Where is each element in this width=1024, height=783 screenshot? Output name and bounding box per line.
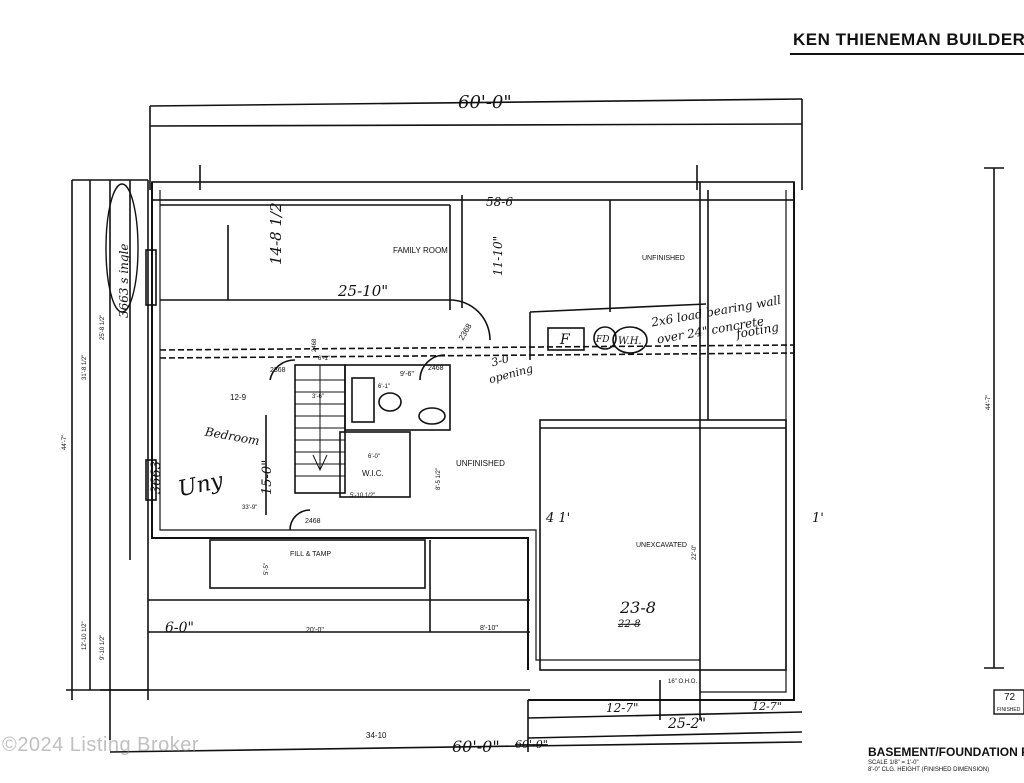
door-swing-family: [449, 299, 491, 341]
corner-box: [993, 689, 1024, 715]
bottom-mid-dim: 8'-10": [480, 625, 498, 632]
door-dim-4: 2468: [312, 338, 318, 352]
bedroom-note-2: Uny: [176, 468, 226, 502]
left-bottom-dim: 34-10: [366, 731, 387, 740]
furnace: [547, 327, 585, 351]
fill-tamp-label: FILL & TAMP: [290, 551, 331, 558]
small-dim-3: 8'-5 1/2": [436, 468, 442, 490]
fill-width-dim: 20'-0": [306, 627, 324, 634]
bedroom-note: Bedroom: [203, 424, 261, 448]
overall-bottom-dim: 60'-0": [452, 737, 500, 756]
fill-tamp-area: [209, 539, 426, 589]
left-total-dim: 44'-7": [62, 435, 68, 450]
egress-circle: [105, 183, 139, 313]
toilet: [378, 392, 402, 412]
floor-drain: [593, 326, 617, 350]
wic-room: [339, 431, 411, 498]
plan-title: BASEMENT/FOUNDATION PL: [868, 745, 1024, 759]
overall-dim-line-top-2: [149, 123, 803, 127]
furnace-label: F: [559, 332, 571, 348]
door-dim-bottom: 2468: [305, 518, 321, 525]
bottom-right-dim-1: 12-7": [606, 701, 638, 715]
overall-top-dim: 60'-0": [458, 92, 512, 113]
overall-dim-line-top: [149, 98, 803, 107]
stair-cl-dim: 6'-1": [318, 356, 330, 362]
bedroom-width-dim: 12-9: [230, 393, 247, 402]
window-left: [145, 249, 157, 306]
left-offset-dim: 6-0": [165, 620, 194, 636]
title-underline: [790, 53, 1024, 55]
plan-scale-note: SCALE 1/8" = 1'-0" 8'-0" CLG. HEIGHT (FI…: [868, 760, 989, 774]
corner-box-num: 72: [1004, 692, 1016, 703]
small-dim-1: 6'-1": [378, 384, 390, 390]
small-dim-2: 5'-5": [264, 563, 270, 575]
wic-label: W.I.C.: [362, 469, 384, 478]
water-heater-label: W.H.: [618, 336, 642, 347]
unexcavated-area: [539, 419, 787, 671]
door-dim-1: 2368: [270, 367, 286, 374]
unfinished-top-label: UNFINISHED: [642, 255, 685, 262]
offset-far-right-note: 1': [812, 511, 824, 526]
left-sub-dim-2: 25'-8 1/2": [100, 315, 106, 340]
small-dim-4: 22'-0": [692, 545, 698, 560]
door-dim-3: 2368: [457, 322, 474, 342]
builder-name: KEN THIENEMAN BUILDER, I: [793, 30, 1024, 49]
unexcavated-sub-dim: 22-8: [617, 619, 640, 630]
hall-dim: 9'-6": [400, 371, 414, 378]
family-depth-dim: 14-8 1/2: [267, 202, 285, 265]
unexcavated-label: UNEXCAVATED: [636, 542, 687, 549]
corner-box-sub: FINISHED: [997, 707, 1021, 713]
bath: [344, 364, 451, 431]
ceiling-note: 8'-0" CLG. HEIGHT (FINISHED DIMENSION): [868, 767, 990, 773]
water-heater: [612, 326, 648, 354]
left-sub-dim-3: 12'-10 1/2": [82, 621, 88, 650]
unfinished-mid-label: UNFINISHED: [456, 459, 505, 468]
family-width-dim: 25-10": [337, 282, 388, 300]
stair-dim: 3'-6": [312, 394, 324, 400]
family-room-label: FAMILY ROOM: [393, 246, 448, 255]
wic-dim-2: 5'-10 1/2": [350, 493, 375, 499]
bottom-right-dim-3: 12-7": [752, 700, 782, 713]
offset-right-note: 4 1': [545, 511, 570, 526]
mid-dim: 33'-9": [242, 505, 257, 511]
overall-bottom-dim-struck: 60'-0": [515, 738, 548, 751]
listing-watermark: ©2024 Listing Broker: [2, 734, 200, 756]
left-sub-dim-1: 31'-8 1/2": [82, 355, 88, 380]
sink: [418, 407, 446, 425]
floor-drain-label: FD: [595, 335, 609, 345]
bedroom-depth-dim: 15-0": [260, 460, 275, 495]
top-right-dim: 58-6: [486, 195, 513, 209]
unexcavated-width-dim: 23-8: [619, 598, 656, 617]
right-total-dim: 44'-7": [986, 395, 992, 410]
family-vert-note: 11-10": [491, 236, 505, 276]
window-left-dim: 3663: [149, 461, 164, 494]
door-dim-2: 2468: [428, 365, 444, 372]
scale-note: SCALE 1/8" = 1'-0": [868, 760, 919, 766]
wic-dim-1: 6'-0": [368, 454, 380, 460]
left-sub-dim-4: 9'-10 1/2": [100, 635, 106, 660]
opening-note-1: 3-0: [490, 352, 510, 369]
egress-window-note: 3663 s ingle: [117, 243, 131, 318]
chase-dim: 16" O.H.O.: [668, 679, 697, 685]
bottom-right-dim-2: 25-2": [667, 716, 706, 732]
